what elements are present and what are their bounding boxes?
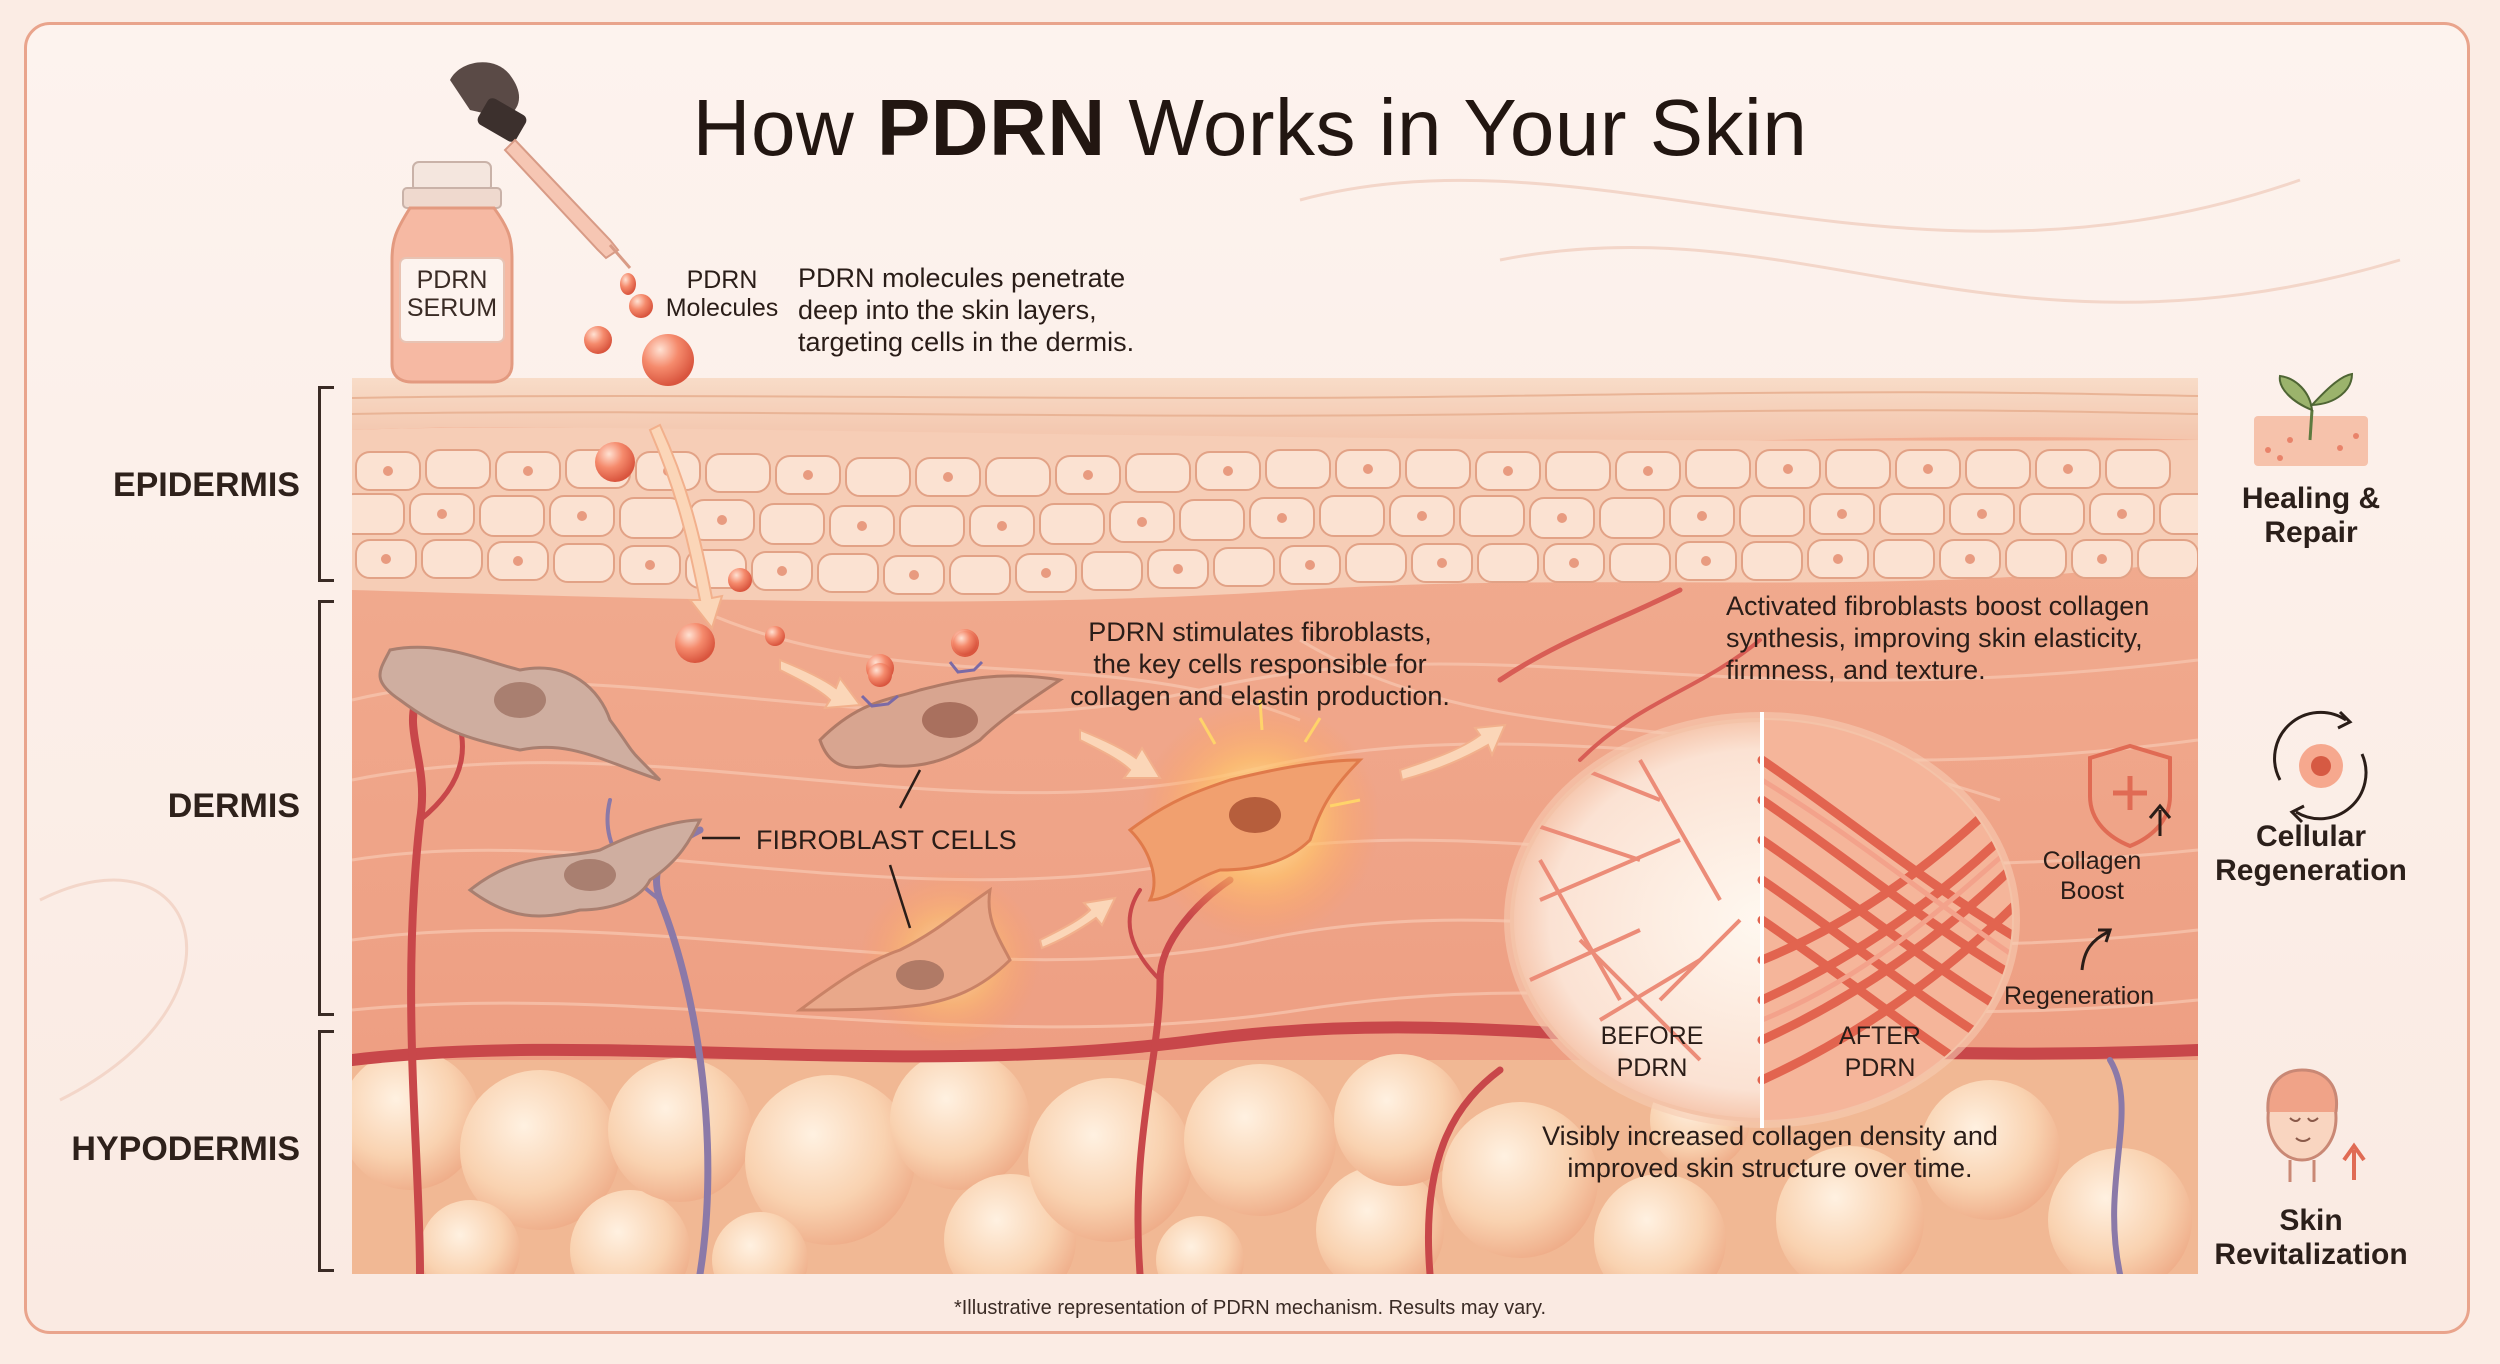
dermis-bracket — [318, 600, 334, 1016]
activation-sparkle-icon — [1198, 699, 1361, 808]
benefit-healing-repair: Healing &Repair — [2241, 482, 2381, 549]
decor-wave — [39, 878, 189, 1102]
cell-cycle-icon — [2273, 710, 2368, 824]
decor-wave — [1299, 178, 2301, 233]
fibroblast-cell-receptor — [818, 674, 1064, 769]
regeneration-label: Regeneration — [2004, 982, 2155, 1010]
pdrn-molecules-drops — [584, 273, 694, 386]
before-fibers — [1519, 758, 1742, 1062]
hypodermis-label: HYPODERMIS — [71, 1130, 300, 1168]
stratum-corneum — [352, 378, 2198, 446]
face-lift-icon — [2266, 1068, 2366, 1182]
flow-arrows — [648, 423, 1507, 950]
stimulates-caption: PDRN stimulates fibroblasts,the key cell… — [1070, 617, 1450, 711]
dermis-label: DERMIS — [167, 787, 300, 825]
fibroblast-cell-resting-1 — [378, 645, 662, 782]
regeneration-arrow-icon — [2080, 928, 2113, 971]
pdrn-serum-bottle — [390, 161, 514, 384]
fibroblast-pointer-lines — [702, 769, 922, 929]
footnote: *Illustrative representation of PDRN mec… — [953, 1297, 1547, 1319]
epidermis-label: EPIDERMIS — [112, 466, 300, 504]
fibroblast-cell-activated — [1127, 700, 1380, 940]
sprout-skin-icon — [2254, 372, 2368, 466]
epidermis-bracket — [318, 386, 334, 582]
page-title: How PDRN Works in Your Skin — [692, 83, 1808, 172]
collagen-comparison-lens — [1504, 712, 2020, 1128]
decor-wave — [1499, 245, 2401, 304]
fibroblast-cell-resting-2 — [467, 818, 703, 918]
cell-row — [355, 539, 2198, 595]
dropper — [450, 62, 632, 269]
after-fibers-light — [1760, 777, 2012, 1023]
hypodermis-bracket — [318, 1030, 334, 1272]
collagen-shield-icon — [2088, 743, 2172, 849]
serum-label — [399, 257, 505, 343]
cell-row — [352, 493, 2198, 547]
receptor-icons — [860, 631, 984, 708]
fibroblast-label: FIBROBLAST CELLS — [756, 825, 1017, 855]
